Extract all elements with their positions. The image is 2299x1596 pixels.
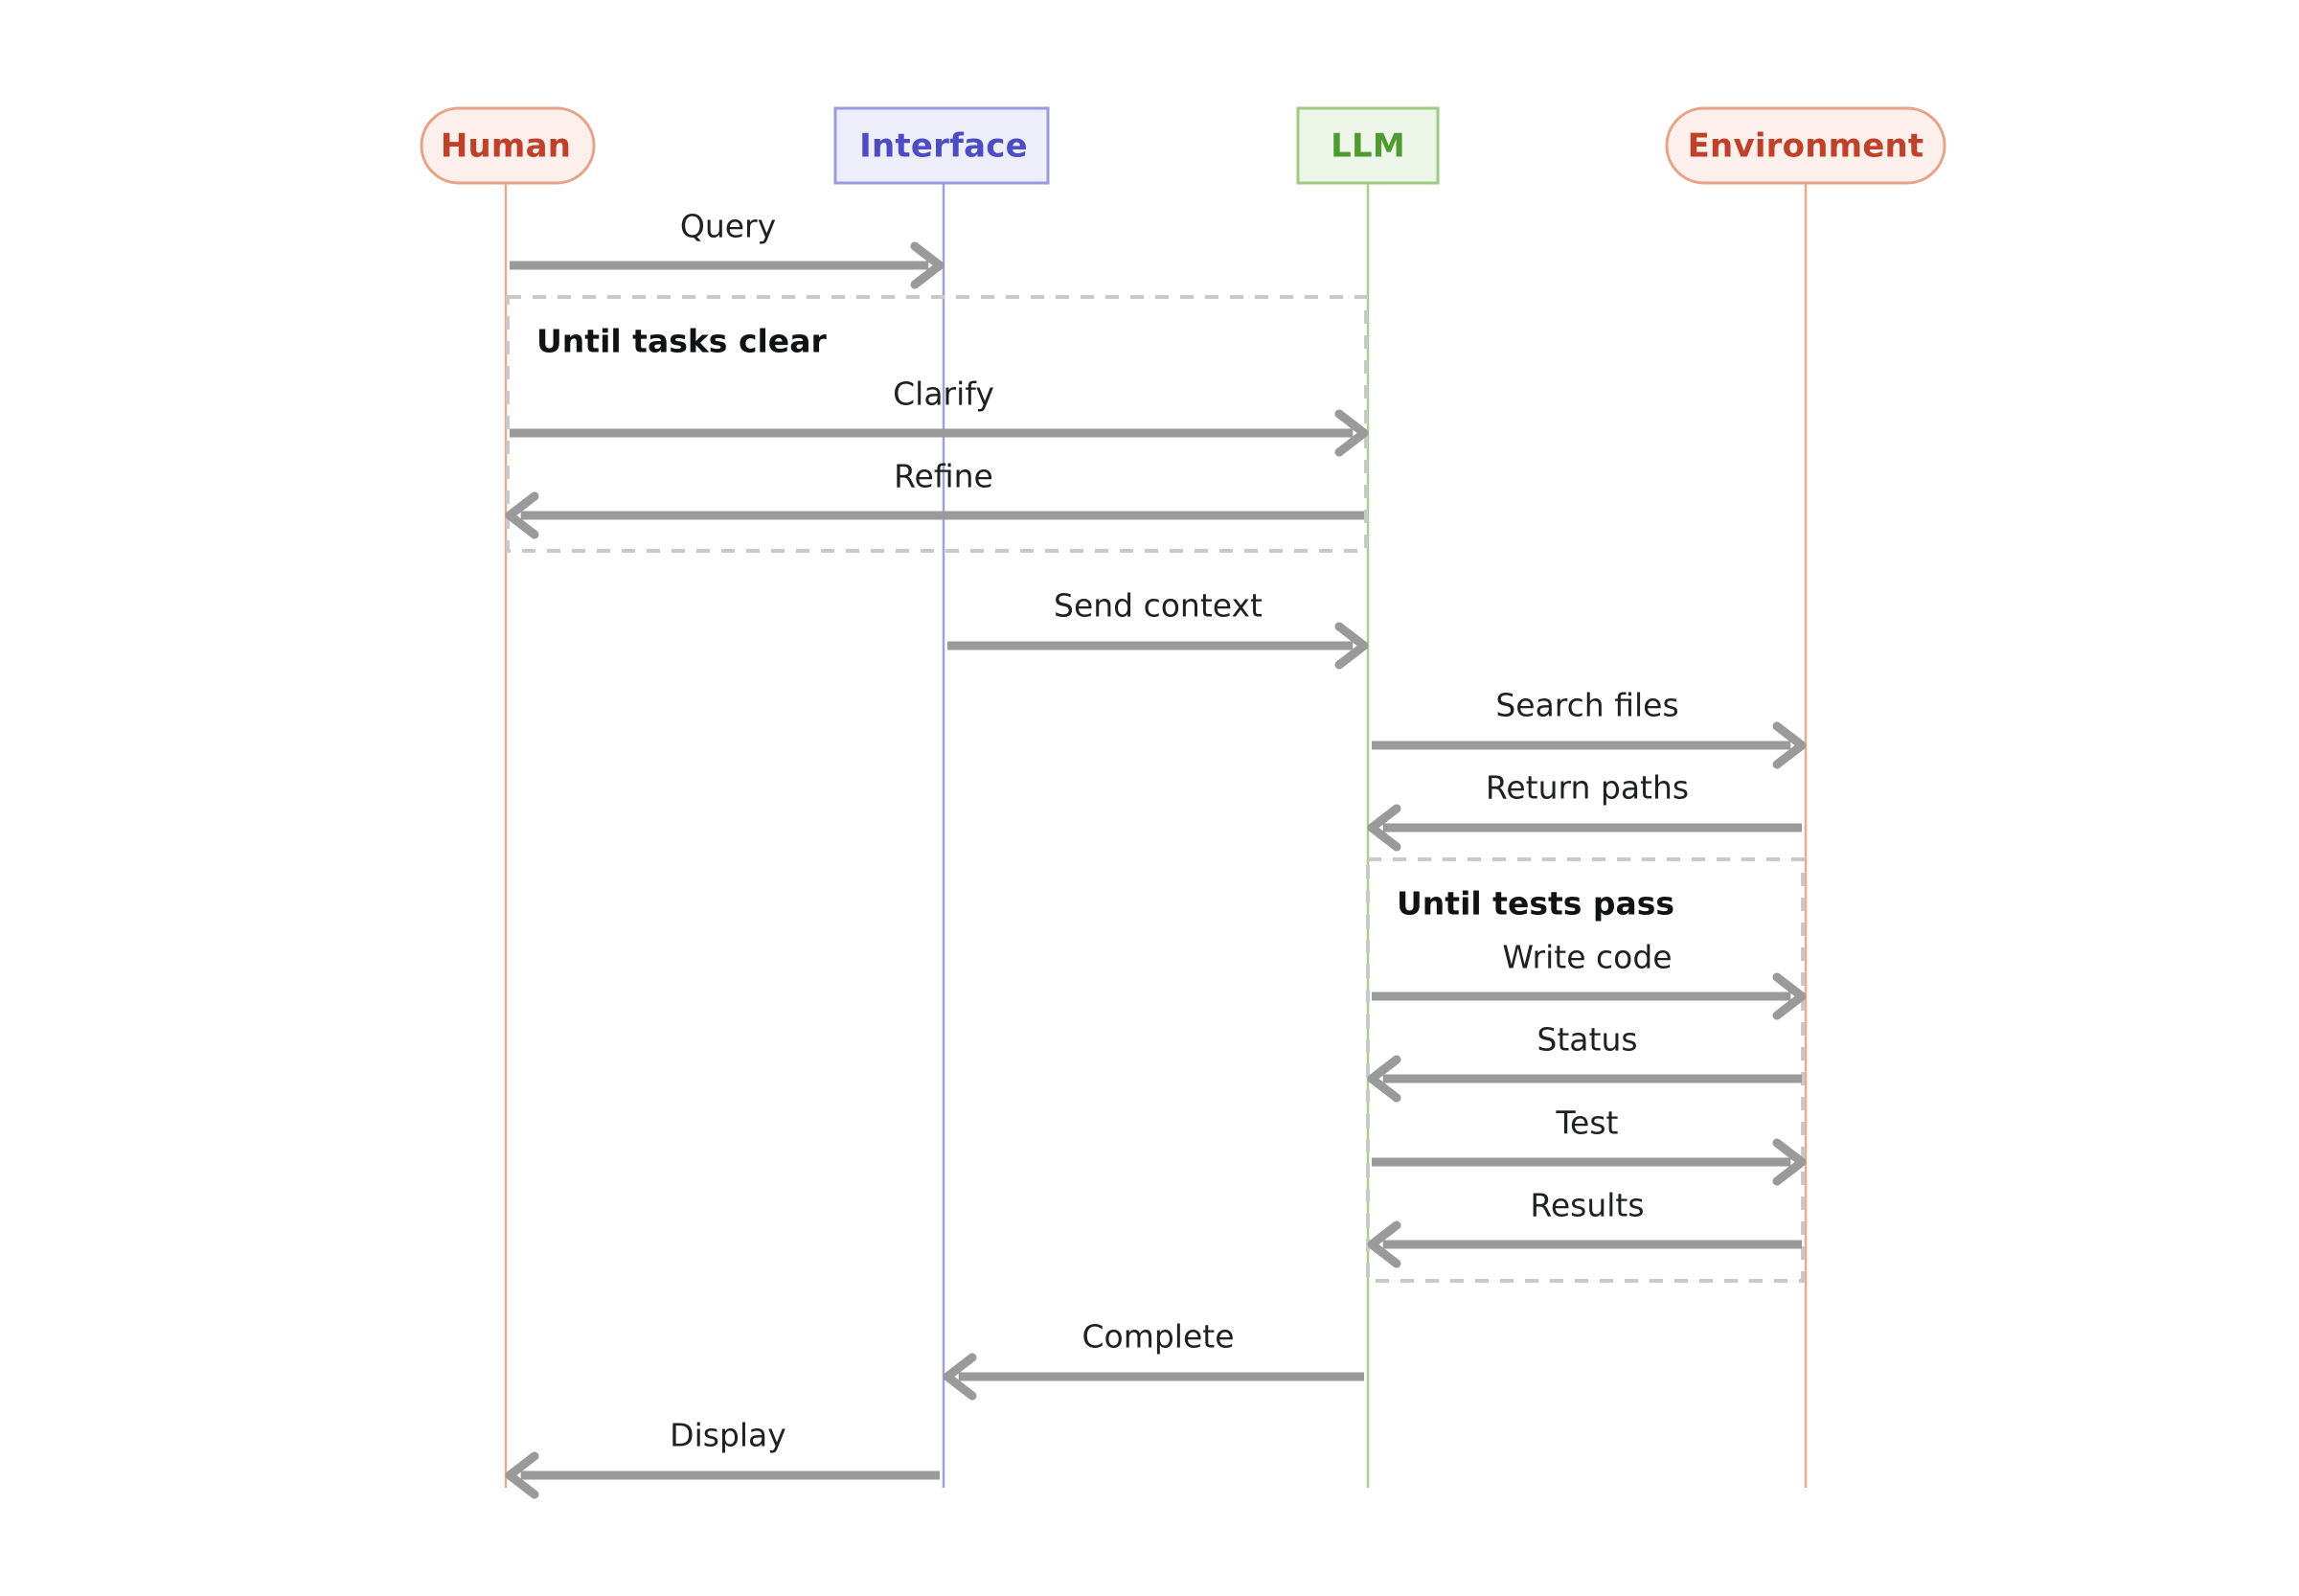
- participant-box[interactable]: [1296, 106, 1440, 185]
- message-m5: Search files: [1372, 687, 1807, 769]
- message-label: Status: [1536, 1021, 1637, 1059]
- message-label: Complete: [1081, 1318, 1234, 1356]
- message-arrowhead-icon: [1334, 409, 1369, 457]
- message-arrowhead-icon: [505, 1451, 539, 1499]
- message-arrowhead-icon: [1367, 804, 1401, 852]
- message-label: Send context: [1054, 587, 1263, 625]
- loop-title: Until tests pass: [1397, 885, 1674, 923]
- message-label: Search files: [1495, 687, 1678, 724]
- message-arrowhead-icon: [1772, 1138, 1807, 1186]
- participant-box[interactable]: [1665, 106, 1946, 185]
- message-label: Clarify: [893, 376, 994, 413]
- message-m10: Results: [1367, 1187, 1802, 1268]
- message-arrowhead-icon: [1334, 622, 1369, 670]
- message-m6: Return paths: [1367, 769, 1802, 852]
- participant-interface[interactable]: Interface: [833, 106, 1050, 185]
- message-arrowhead-icon: [1367, 1055, 1401, 1103]
- participant-label: Environment: [1688, 127, 1924, 166]
- message-arrowhead-icon: [1772, 721, 1807, 769]
- message-arrowhead-icon: [1367, 1220, 1401, 1268]
- participant-box[interactable]: [833, 106, 1050, 185]
- participants-group: Human Interface LLM Environment: [420, 106, 1946, 185]
- participant-label: Human: [441, 127, 571, 166]
- message-arrowhead-icon: [505, 491, 539, 539]
- loop-box-loop-tests-pass: Until tests pass: [1366, 857, 1805, 1283]
- message-arrowhead-icon: [1772, 972, 1807, 1020]
- participant-human[interactable]: Human: [420, 106, 596, 185]
- participant-box[interactable]: [420, 106, 596, 185]
- message-label: Query: [680, 208, 776, 245]
- message-m8: Status: [1367, 1021, 1802, 1103]
- loop-border: [506, 295, 1368, 553]
- message-m7: Write code: [1372, 939, 1807, 1020]
- loop-box-loop-tasks-clear: Until tasks clear: [506, 295, 1368, 553]
- message-m11: Complete: [943, 1318, 1364, 1401]
- message-m3: Refine: [505, 458, 1364, 539]
- message-m12: Display: [505, 1417, 940, 1499]
- message-arrowhead-icon: [943, 1353, 977, 1401]
- loop-border: [1366, 857, 1805, 1283]
- participant-label: Interface: [859, 127, 1028, 166]
- message-m4: Send context: [947, 587, 1369, 670]
- message-label: Display: [670, 1417, 786, 1454]
- message-m2: Clarify: [510, 376, 1369, 457]
- participant-label: LLM: [1331, 127, 1405, 166]
- message-label: Return paths: [1486, 769, 1689, 807]
- message-m1: Query: [510, 208, 945, 289]
- message-label: Test: [1556, 1105, 1619, 1142]
- participant-llm[interactable]: LLM: [1296, 106, 1440, 185]
- message-label: Write code: [1502, 939, 1672, 976]
- lifelines-group: [504, 183, 1808, 1488]
- loop-title: Until tasks clear: [536, 323, 827, 360]
- participant-environment[interactable]: Environment: [1665, 106, 1946, 185]
- message-m9: Test: [1372, 1105, 1807, 1186]
- message-label: Refine: [894, 458, 993, 495]
- message-label: Results: [1530, 1187, 1644, 1224]
- message-arrowhead-icon: [910, 241, 945, 289]
